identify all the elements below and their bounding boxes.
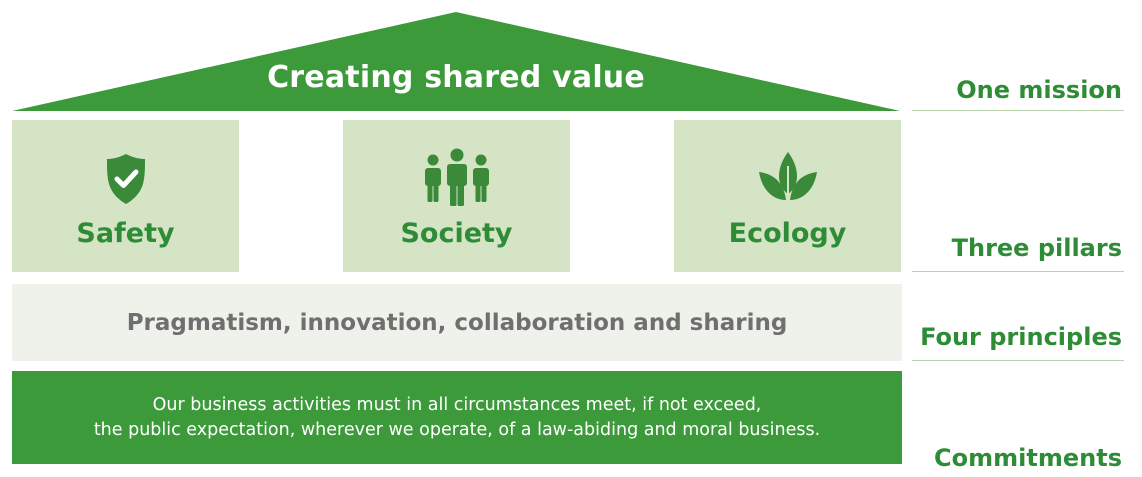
side-rule-pillars <box>912 271 1124 272</box>
side-label-principles: Four principles <box>920 323 1122 351</box>
commitments-line-1: Our business activities must in all circ… <box>152 394 762 415</box>
side-rule-mission <box>912 110 1124 111</box>
side-label-pillars: Three pillars <box>951 234 1122 262</box>
pillar-label-ecology: Ecology <box>728 218 847 249</box>
pillar-label-society: Society <box>400 218 513 249</box>
side-rule-principles <box>912 360 1124 361</box>
side-label-commitments: Commitments <box>934 444 1122 472</box>
side-label-mission: One mission <box>956 76 1122 104</box>
principles-text: Pragmatism, innovation, collaboration an… <box>126 309 788 336</box>
mission-title: Creating shared value <box>267 60 645 95</box>
commitments-band: Our business activities must in all circ… <box>12 371 902 464</box>
roof <box>12 12 900 111</box>
pillar-society: Society <box>343 120 570 272</box>
commitments-line-2: the public expectation, wherever we oper… <box>93 419 821 440</box>
principles-band: Pragmatism, innovation, collaboration an… <box>12 284 902 361</box>
pillar-ecology: Ecology <box>674 120 901 272</box>
shield-check-icon <box>12 148 239 208</box>
people-group-icon <box>343 148 570 208</box>
pillar-label-safety: Safety <box>76 218 175 249</box>
leaves-icon <box>674 148 901 208</box>
pillar-safety: Safety <box>12 120 239 272</box>
